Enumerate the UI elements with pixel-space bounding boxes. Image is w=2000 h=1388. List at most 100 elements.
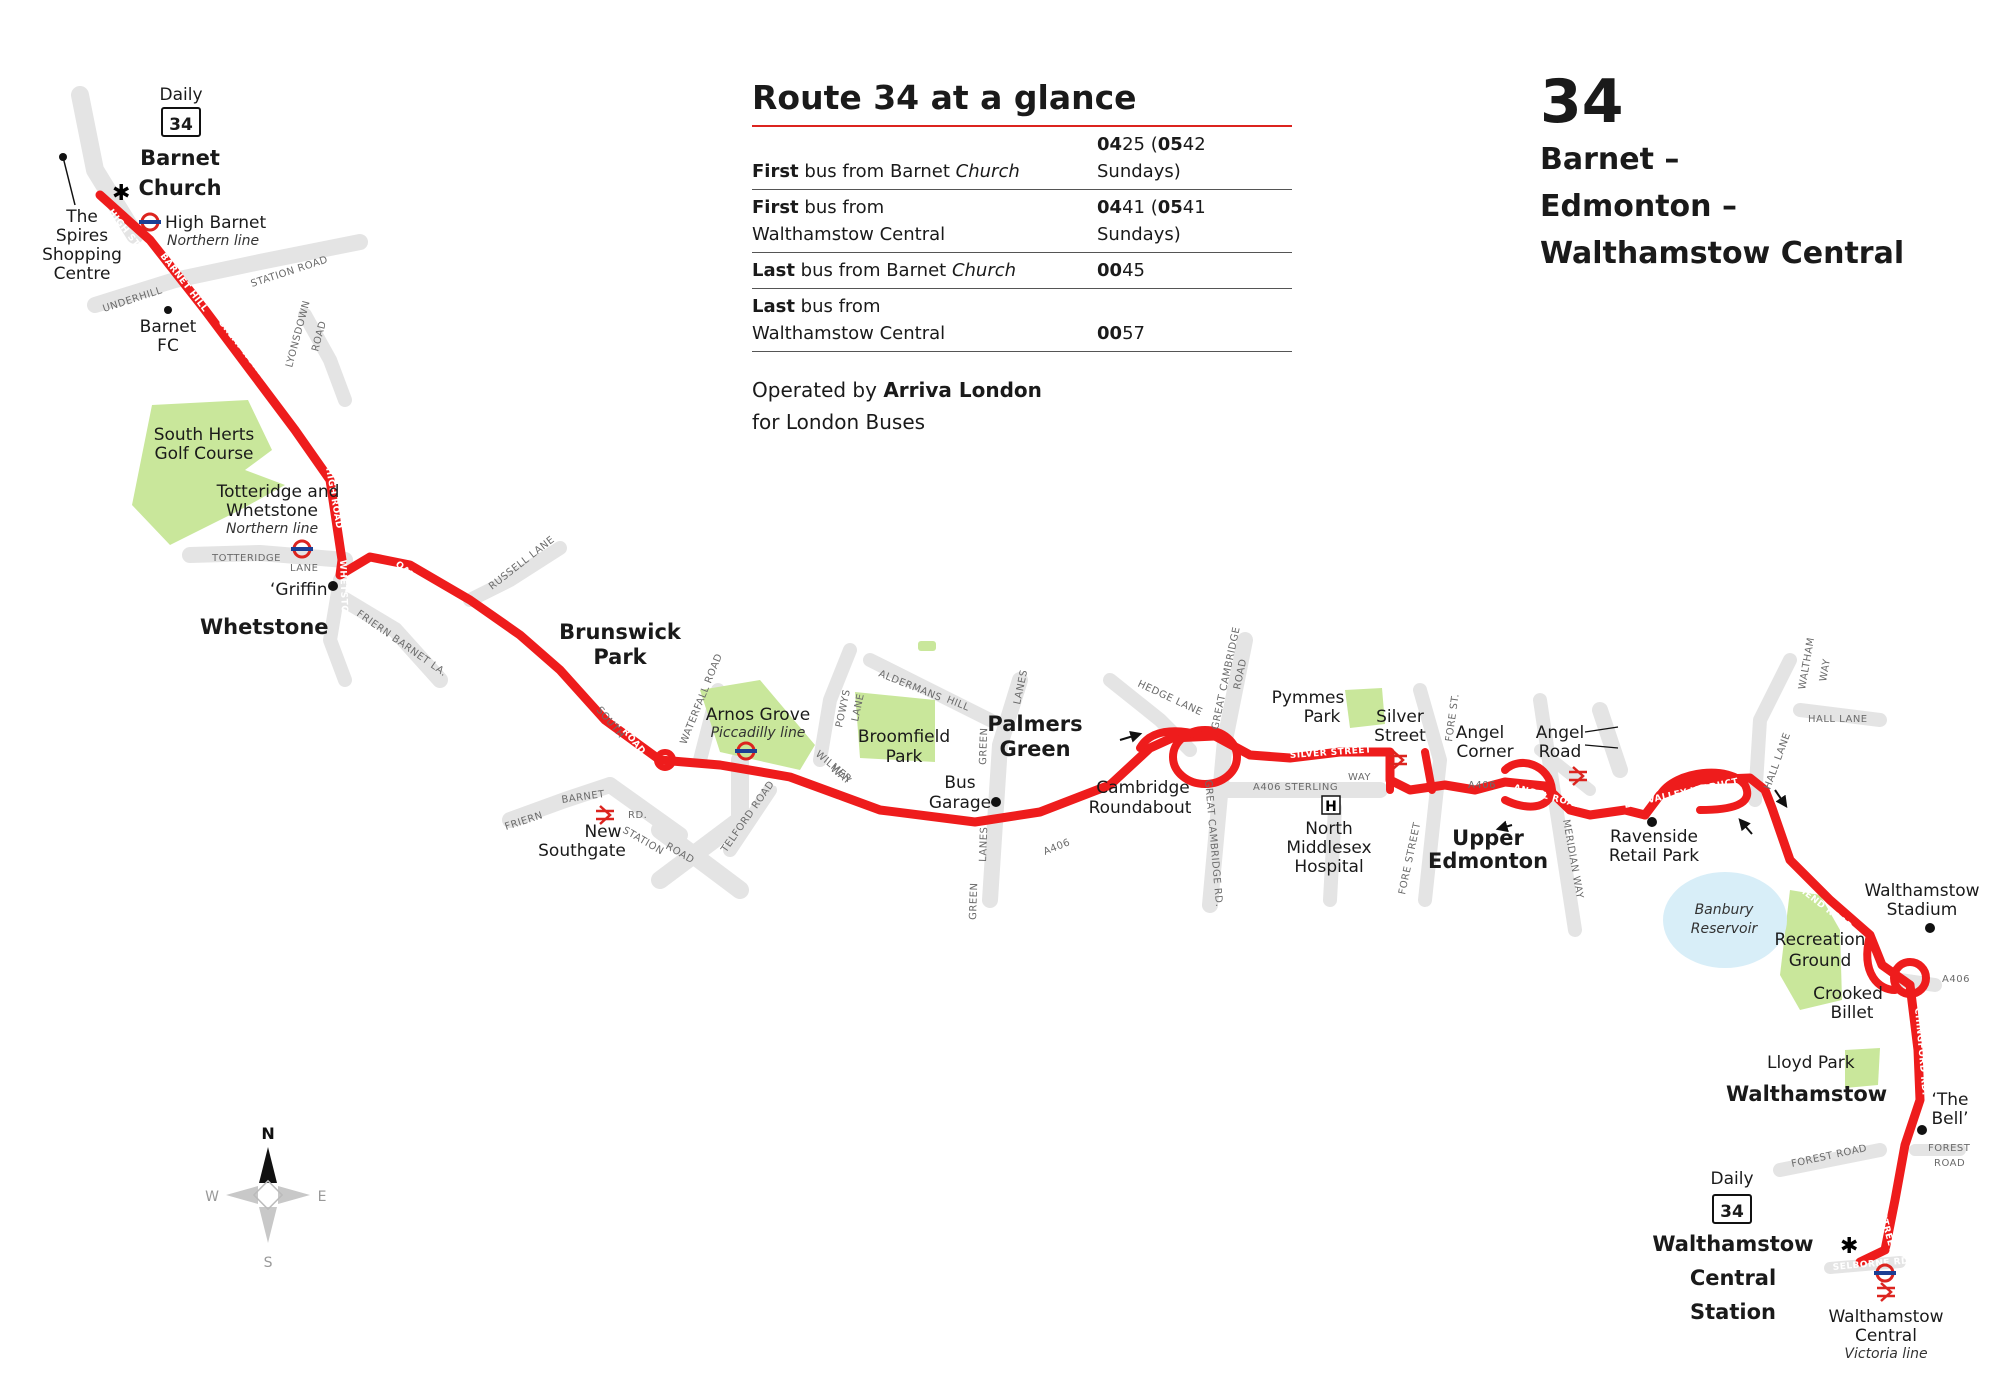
hospital-symbol: H bbox=[1325, 799, 1337, 815]
route-label-great-north-road: GREAT NORTH ROAD bbox=[216, 318, 292, 412]
direction-arrow-icon bbox=[1774, 789, 1788, 808]
small-park bbox=[918, 641, 936, 651]
ravenside-label-2: Retail Park bbox=[1609, 846, 1699, 866]
arnos-grove-label: Arnos Grove bbox=[706, 705, 810, 725]
angel-road-label-1: Angel bbox=[1536, 723, 1584, 743]
compass-north-icon bbox=[259, 1147, 277, 1183]
broomfield-label-1: Broomfield bbox=[858, 727, 950, 747]
south-herts-label-1: South Herts bbox=[154, 425, 255, 445]
road-way: WAY bbox=[1348, 772, 1371, 783]
route-header: 34 Barnet – Edmonton – Walthamstow Centr… bbox=[1540, 68, 1904, 277]
route-destination-2: Edmonton – bbox=[1540, 189, 1737, 224]
north-mid-label-2: Middlesex bbox=[1286, 838, 1371, 858]
compass-s: S bbox=[264, 1255, 273, 1271]
piccadilly-line-label: Piccadilly line bbox=[711, 725, 806, 741]
barnet-fc-label-1: Barnet bbox=[140, 317, 197, 337]
brunswick-label-1: Brunswick bbox=[559, 620, 682, 644]
start-daily-label: Daily bbox=[159, 85, 202, 105]
angel-road-rail-icon bbox=[1569, 766, 1587, 786]
cambridge-label-1: Cambridge bbox=[1096, 778, 1189, 798]
compass-east-icon bbox=[278, 1186, 310, 1204]
road-totteridge: TOTTERIDGE bbox=[211, 553, 281, 564]
end-route-badge bbox=[1712, 1194, 1752, 1224]
road-a406-bus: A406 bbox=[1042, 837, 1072, 858]
ravenside-label-1: Ravenside bbox=[1610, 827, 1698, 847]
road-a406-edmonton: A406 bbox=[1468, 780, 1496, 791]
glance-row-time: 0441 (0541 Sundays) bbox=[1097, 189, 1292, 253]
operator-name: Arriva London bbox=[883, 378, 1042, 402]
broomfield-park bbox=[855, 692, 935, 762]
barnet-fc-dot bbox=[164, 306, 172, 314]
route-destination-1: Barnet – bbox=[1540, 142, 1680, 177]
route-label-silver-street: SILVER STREET bbox=[1290, 745, 1373, 761]
road-green-lanes-top-1: GREEN bbox=[978, 727, 990, 765]
walthamstow-rail-icon bbox=[1877, 1282, 1895, 1302]
glance-red-rule bbox=[752, 125, 1292, 127]
compass-n: N bbox=[261, 1124, 274, 1143]
silver-street-label-2: Street bbox=[1374, 726, 1426, 746]
direction-arrow-icon bbox=[1119, 731, 1143, 743]
victoria-line-label: Victoria line bbox=[1844, 1346, 1927, 1362]
lloyd-park bbox=[1845, 1048, 1880, 1088]
broomfield-label-2: Park bbox=[886, 747, 923, 767]
barnet-church-asterisk-icon: ✱ bbox=[112, 181, 130, 206]
direction-arrow-icon bbox=[1495, 820, 1513, 833]
silver-street-rail-icon bbox=[1389, 750, 1407, 770]
silver-street-label-1: Silver bbox=[1376, 707, 1424, 727]
start-route-badge bbox=[161, 107, 201, 137]
road-lane: LANE bbox=[290, 563, 318, 574]
brunswick-label-2: Park bbox=[593, 645, 647, 669]
start-terminus-name-1: Barnet bbox=[140, 146, 220, 170]
route-line bbox=[95, 190, 1930, 1267]
pymmes-label-2: Park bbox=[1304, 707, 1341, 727]
pymmes-park bbox=[1345, 688, 1385, 728]
spires-label-3: Shopping bbox=[42, 245, 122, 265]
end-route-badge-number: 34 bbox=[1720, 1202, 1744, 1222]
banbury-reservoir bbox=[1663, 872, 1787, 968]
glance-row-time: 0057 bbox=[1097, 288, 1292, 352]
compass-west-icon bbox=[226, 1186, 258, 1204]
bus-garage-dot bbox=[991, 797, 1001, 807]
end-terminus-name-2: Central bbox=[1690, 1266, 1776, 1290]
road-a406-sterling: A406 STERLING bbox=[1253, 782, 1338, 793]
angel-road-label-2: Road bbox=[1539, 742, 1582, 762]
angel-corner-label-2: Corner bbox=[1456, 742, 1513, 762]
spires-label-4: Centre bbox=[54, 264, 111, 284]
walthamstow-central-tube-icon bbox=[1874, 1263, 1896, 1283]
spires-label-2: Spires bbox=[56, 226, 108, 246]
palmers-green-label-2: Green bbox=[999, 737, 1070, 761]
the-bell-label-1: ‘The bbox=[1931, 1090, 1968, 1110]
operator-pre: Operated by bbox=[752, 378, 884, 402]
direction-arrow-icon bbox=[1738, 818, 1753, 835]
road-waltham-way: WAY bbox=[1818, 658, 1833, 683]
recreation-label-1: Recreation bbox=[1775, 930, 1866, 950]
griffin-label: ‘Griffin’ bbox=[270, 580, 333, 600]
recreation-ground-park bbox=[1780, 890, 1842, 1010]
pymmes-label-1: Pymmes bbox=[1272, 688, 1345, 708]
glance-row-label: First bus from Barnet Church bbox=[752, 127, 1097, 190]
north-mid-label-1: North bbox=[1305, 819, 1353, 839]
route-at-a-glance: Route 34 at a glance First bus from Barn… bbox=[752, 78, 1292, 352]
walthamstow-asterisk-icon: ✱ bbox=[1840, 1234, 1858, 1259]
end-daily-label: Daily bbox=[1710, 1169, 1753, 1189]
totteridge-line-label: Northern line bbox=[226, 521, 318, 537]
end-terminus-name-3: Station bbox=[1690, 1300, 1776, 1324]
north-mid-label-3: Hospital bbox=[1294, 857, 1363, 877]
new-southgate-label-2: Southgate bbox=[538, 841, 626, 861]
crooked-billet-label-1: Crooked bbox=[1813, 984, 1883, 1004]
road-forest-road-2: ROAD bbox=[1934, 1158, 1965, 1169]
cambridge-label-2: Roundabout bbox=[1089, 798, 1192, 818]
road-wilmer-way: WAY bbox=[828, 764, 853, 787]
stadium-label-2: Stadium bbox=[1887, 900, 1958, 920]
arnos-grove-park bbox=[700, 680, 815, 770]
lloyd-park-label: Lloyd Park bbox=[1767, 1053, 1855, 1073]
banbury-label-2: Reservoir bbox=[1691, 921, 1759, 937]
road-forest: FOREST bbox=[1928, 1143, 1971, 1154]
parks bbox=[132, 400, 1880, 1088]
